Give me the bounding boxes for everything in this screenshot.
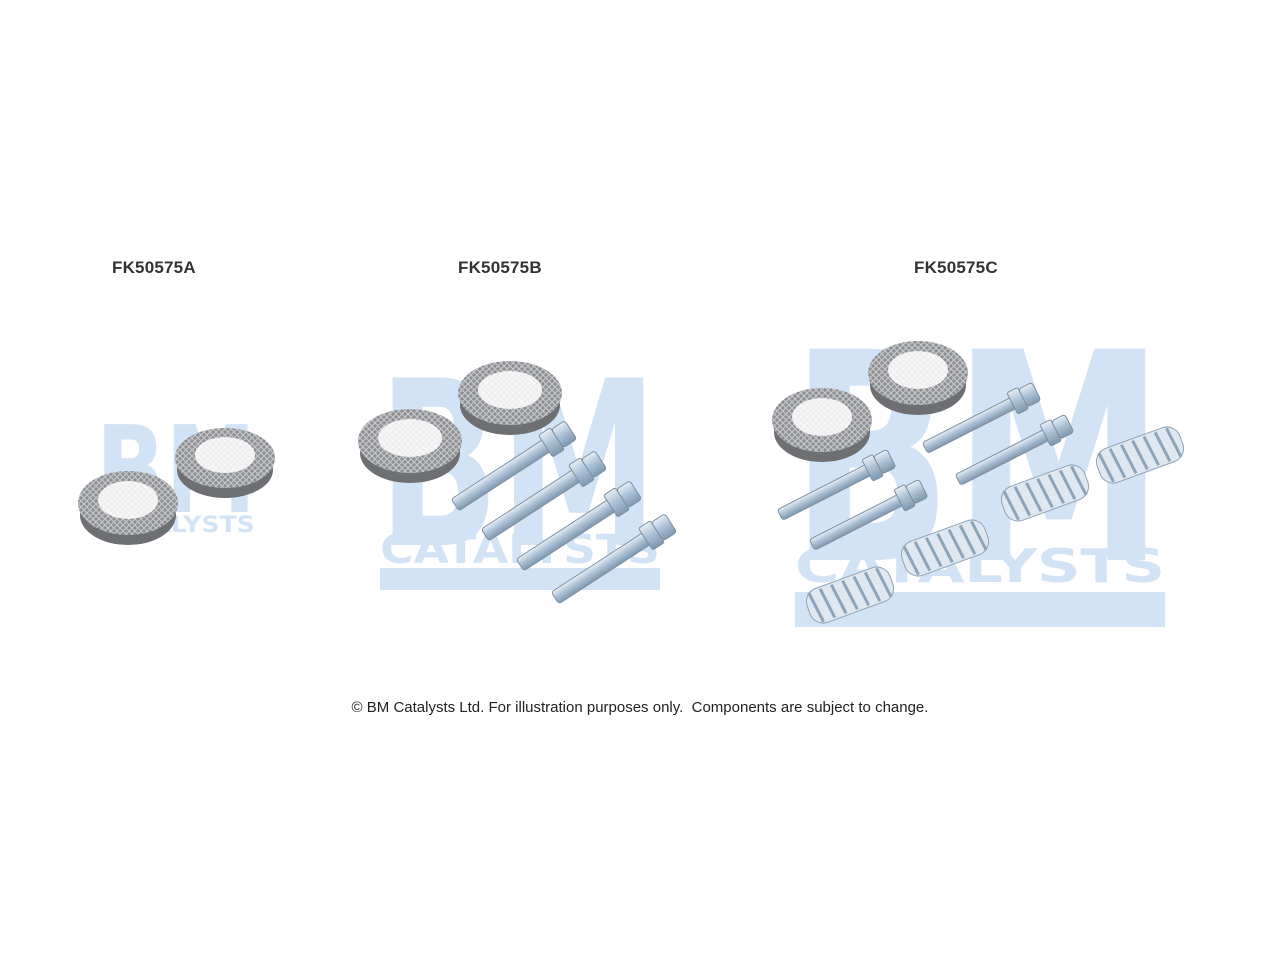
bolt-c2 bbox=[955, 414, 1074, 485]
spring-c1 bbox=[1095, 426, 1185, 484]
spring-c4 bbox=[805, 566, 895, 624]
gasket-b1 bbox=[458, 361, 562, 435]
footer-text: BM Catalysts Ltd. For illustration purpo… bbox=[366, 699, 929, 716]
kit-label-c: FK50575C bbox=[914, 258, 998, 277]
bolt-c4 bbox=[809, 479, 928, 550]
gasket-c2 bbox=[772, 388, 872, 462]
bolt-b4 bbox=[551, 514, 677, 604]
bolt-c1 bbox=[922, 382, 1041, 453]
kit-label-a: FK50575A bbox=[112, 258, 196, 277]
bolt-b2 bbox=[481, 451, 607, 541]
kit-label-b: FK50575B bbox=[458, 258, 542, 277]
gasket-a1 bbox=[175, 428, 275, 498]
bolt-b3 bbox=[516, 481, 642, 571]
bolt-b1 bbox=[451, 421, 577, 511]
copyright-symbol: © bbox=[351, 699, 363, 716]
gasket-c1 bbox=[868, 341, 968, 415]
bolt-c3 bbox=[777, 449, 896, 520]
gasket-a2 bbox=[78, 471, 178, 545]
footer-disclaimer: © BM Catalysts Ltd. For illustration pur… bbox=[0, 699, 1280, 716]
gasket-b2 bbox=[358, 409, 462, 483]
spring-c2 bbox=[1000, 464, 1090, 522]
spring-c3 bbox=[900, 519, 990, 577]
